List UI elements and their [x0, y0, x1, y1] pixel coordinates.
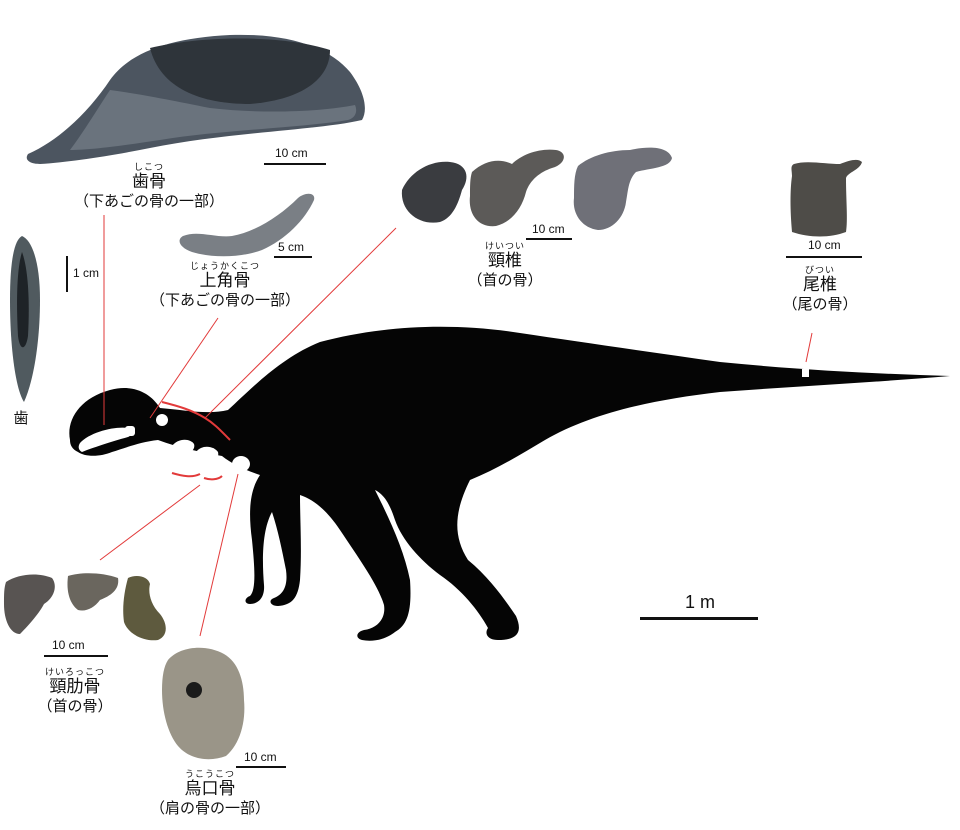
- dentary-scale-text: 10 cm: [275, 146, 308, 160]
- cervical-highlight-3: [195, 446, 219, 464]
- surangular-scale-bar: [274, 256, 312, 258]
- coracoid-scale-bar: [236, 766, 286, 768]
- ribs-scale-text: 10 cm: [52, 638, 85, 652]
- pointer-surangular: [149, 317, 219, 419]
- pointer-lines: [99, 215, 813, 637]
- cervical-name: 頸椎: [488, 251, 522, 272]
- coracoid-fossil: [162, 647, 245, 760]
- rib-mark-1: [171, 472, 201, 478]
- coracoid-name: 烏口骨: [184, 779, 236, 800]
- caudal-label: びつい 尾椎 （尾の骨）: [770, 266, 870, 313]
- body-scale-bar: [640, 617, 758, 620]
- ribs-desc: （首の骨）: [37, 696, 113, 715]
- dinosaur-silhouette: [69, 326, 950, 641]
- surangular-desc: （下あごの骨の一部）: [149, 290, 300, 309]
- surangular-furigana: じょうかくこつ: [189, 262, 260, 272]
- coracoid-desc: （肩の骨の一部）: [149, 798, 270, 817]
- surangular-label: じょうかくこつ 上角骨 （下あごの骨の一部）: [130, 262, 320, 309]
- ribs-scale-bar: [44, 655, 108, 657]
- caudal-scale-bar: [786, 256, 862, 258]
- caudal-fossil: [790, 159, 862, 237]
- coracoid-scale-text: 10 cm: [244, 750, 277, 764]
- ribs-name: 頸肋骨: [49, 677, 101, 698]
- tooth-label: 歯: [6, 409, 36, 427]
- pointer-ribs: [99, 484, 201, 561]
- rib-mark-2: [203, 475, 223, 481]
- caudal-scale-text: 10 cm: [808, 238, 841, 252]
- dentary-name: 歯骨: [132, 172, 166, 193]
- coracoid-furigana: うこうこつ: [184, 770, 235, 780]
- cervical-rib-fossils: [4, 573, 166, 641]
- dentary-highlight: [78, 427, 132, 452]
- cervical-desc: （首の骨）: [467, 270, 543, 289]
- pointer-cervical: [204, 227, 397, 419]
- ribs-label: けいろっこつ 頸肋骨 （首の骨）: [20, 668, 130, 715]
- caudal-highlight: [802, 369, 809, 377]
- cervical-highlight-2: [171, 439, 195, 456]
- surangular-fossil: [179, 193, 315, 257]
- coracoid-label: うこうこつ 烏口骨 （肩の骨の一部）: [135, 770, 285, 817]
- caudal-furigana: びつい: [804, 266, 835, 276]
- cervical-highlight-1: [156, 414, 168, 426]
- tooth-scale-bar: [66, 256, 68, 292]
- cervical-label: けいつい 頸椎 （首の骨）: [450, 242, 560, 289]
- caudal-name: 尾椎: [803, 275, 837, 296]
- body-scale-text: 1 m: [685, 592, 716, 612]
- cervical-scale-bar: [526, 238, 572, 240]
- tooth-scale-text: 1 cm: [73, 266, 100, 280]
- surangular-highlight: [125, 426, 135, 436]
- ribs-furigana: けいろっこつ: [44, 668, 105, 678]
- cervical-furigana: けいつい: [484, 242, 525, 252]
- dentary-furigana: しこつ: [133, 163, 164, 173]
- dentary-scale-bar: [264, 163, 326, 165]
- pointer-caudal: [805, 332, 813, 363]
- tooth-fossil: [10, 236, 40, 402]
- cervical-fossils: [401, 147, 672, 230]
- cervical-scale-text: 10 cm: [532, 222, 565, 236]
- dentary-desc: （下あごの骨の一部）: [73, 191, 224, 210]
- dentary-fossil: [26, 34, 365, 164]
- pointer-coracoid: [199, 473, 239, 637]
- surangular-name: 上角骨: [199, 271, 251, 292]
- surangular-scale-text: 5 cm: [278, 240, 305, 254]
- dentary-label: しこつ 歯骨 （下あごの骨の一部）: [54, 163, 244, 210]
- caudal-desc: （尾の骨）: [782, 294, 858, 313]
- coracoid-highlight: [232, 456, 250, 472]
- tooth-name: 歯: [13, 409, 29, 427]
